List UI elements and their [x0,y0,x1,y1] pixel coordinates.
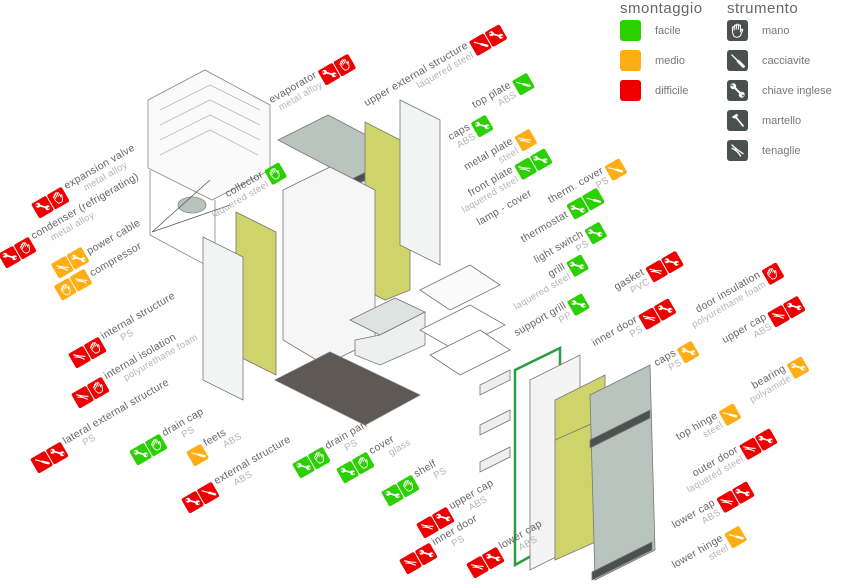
legend-difficulty-medio: medio [620,50,685,71]
difficulty-swatch [620,20,641,41]
legend-tool-wrench: chiave inglese [727,80,832,101]
difficulty-label: facile [655,24,681,37]
legend-difficulty-facile: facile [620,20,681,41]
tool-label: cacciavite [762,54,811,67]
legend-tool-title: strumento [727,0,799,17]
pliers-icon [727,140,748,161]
difficulty-label: medio [655,54,685,67]
hammer-icon [727,110,748,131]
legend-difficulty-title: smontaggio [620,0,703,17]
difficulty-label: difficile [655,84,689,97]
wrench-icon [727,80,748,101]
door-drawing [419,264,656,581]
tool-label: chiave inglese [762,84,832,97]
hand-icon [727,20,748,41]
legend-tool-hammer: martello [727,110,801,131]
tool-label: tenaglie [762,144,801,157]
cabinet-drawing [202,99,441,426]
legend-tool-hand: mano [727,20,790,41]
tool-label: mano [762,24,790,37]
tool-label: martello [762,114,802,127]
screwdriver-icon [727,50,748,71]
legend-tool-screwdriver: cacciavite [727,50,810,71]
difficulty-swatch [620,50,641,71]
legend-tool-pliers: tenaglie [727,140,801,161]
legend-difficulty-difficile: difficile [620,80,688,101]
difficulty-swatch [620,80,641,101]
